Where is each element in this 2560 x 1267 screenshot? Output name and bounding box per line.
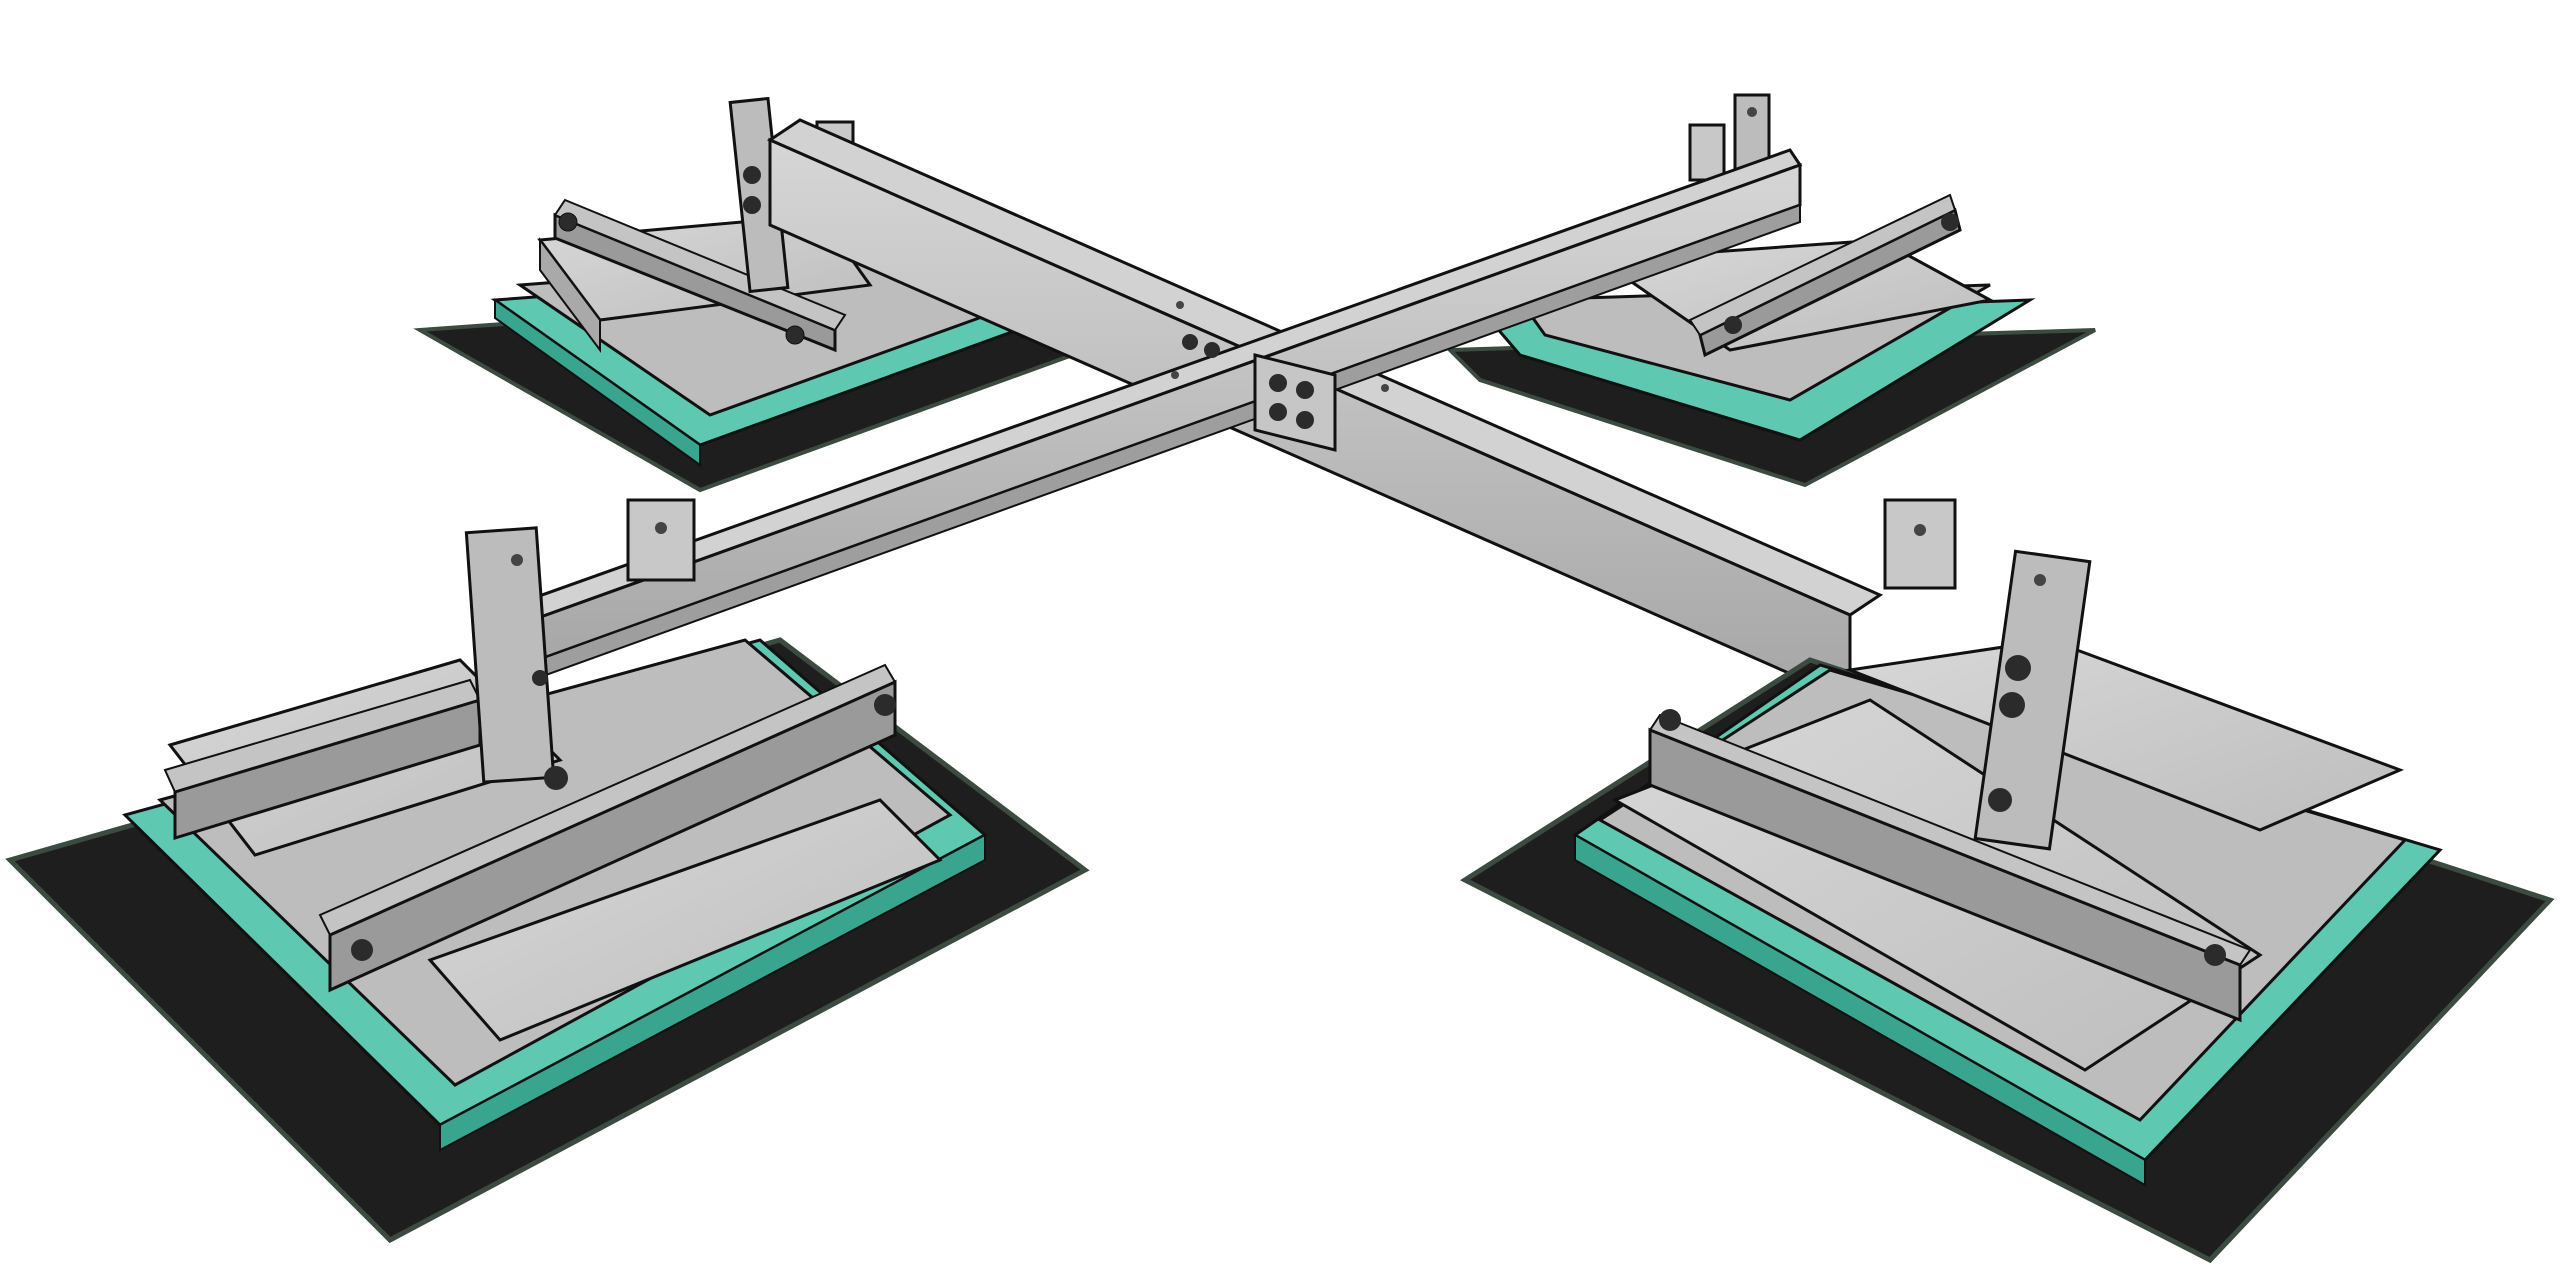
- bolt-icon: [1724, 316, 1742, 334]
- bolt-icon: [1941, 213, 1959, 231]
- bolt-icon: [1296, 381, 1314, 399]
- concrete-block-side: [539, 237, 601, 353]
- center-splice-plate: [1182, 334, 1337, 452]
- bolt-icon: [1269, 403, 1287, 421]
- upright-post: [1973, 549, 2092, 851]
- bolt-hole-icon: [1747, 107, 1757, 117]
- base-front-right: [1459, 498, 2555, 1264]
- base-back-right: [1445, 93, 2096, 488]
- bolt-icon: [1269, 374, 1287, 392]
- bolt-hole-icon: [1381, 384, 1389, 392]
- bolt-hole-icon: [511, 554, 523, 566]
- bolt-hole-icon: [1914, 524, 1926, 536]
- bolt-hole-icon: [655, 522, 667, 534]
- bracket-tab: [1688, 123, 1726, 182]
- concrete-block: [1844, 638, 2405, 832]
- insulation-board-side: [439, 833, 986, 1152]
- insulation-board-side: [1574, 833, 2146, 1187]
- bolt-icon: [874, 694, 896, 716]
- bolt-icon: [1182, 334, 1198, 350]
- bolt-hole-icon: [532, 670, 548, 686]
- bolt-icon: [1296, 411, 1314, 429]
- bolt-icon: [351, 939, 373, 961]
- channel-rail: [1648, 727, 2242, 1023]
- concrete-block: [427, 798, 943, 1042]
- bolt-hole-icon: [1176, 301, 1184, 309]
- upright-post: [464, 526, 556, 784]
- bolt-icon: [1999, 692, 2025, 718]
- bolt-icon: [2204, 944, 2226, 966]
- beam-diagonal-b: [497, 148, 1803, 690]
- bolt-icon: [1988, 788, 2012, 812]
- bracket-tab: [626, 498, 696, 582]
- base-front-left: [5, 498, 1090, 1244]
- bolt-icon: [2005, 655, 2031, 681]
- bolt-icon: [1204, 342, 1220, 358]
- bolt-icon: [743, 196, 761, 214]
- insulation-board-side: [494, 298, 701, 467]
- channel-rail-top: [1688, 193, 1957, 337]
- base-back-left: [413, 96, 1104, 493]
- bolt-icon: [785, 325, 805, 345]
- bolt-icon: [1659, 709, 1681, 731]
- bolt-icon: [558, 212, 578, 232]
- channel-rail: [328, 679, 897, 993]
- bolt-icon: [544, 766, 568, 790]
- bolt-hole-icon: [1171, 371, 1179, 379]
- bracket-tab: [1883, 498, 1957, 590]
- bolt-icon: [743, 166, 761, 184]
- bolt-hole-icon: [2034, 574, 2046, 586]
